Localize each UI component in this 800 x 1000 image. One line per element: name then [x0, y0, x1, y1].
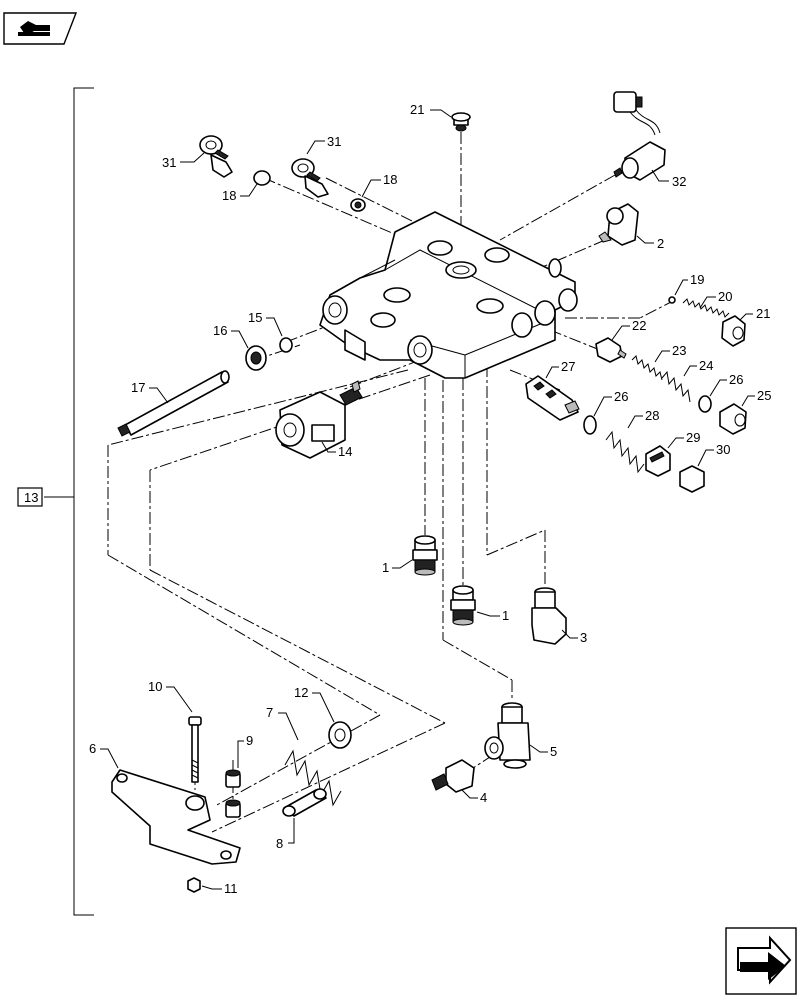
callout-10: 10: [148, 679, 162, 694]
callout-2: 2: [657, 236, 664, 251]
valve-body: [319, 211, 578, 379]
part-14-solenoid: [275, 380, 363, 459]
callout-26-right: 26: [729, 372, 743, 387]
callout-1-lower: 1: [502, 608, 509, 623]
callout-24: 24: [699, 358, 713, 373]
part-15-oring: [279, 337, 293, 353]
part-5-tee: [484, 702, 531, 769]
part-18-seal-center: [350, 198, 366, 212]
part-21-plug-right: [721, 315, 746, 347]
part-3-elbow-fitting: [531, 587, 567, 645]
callout-22: 22: [632, 318, 646, 333]
book-hand-icon[interactable]: [3, 12, 78, 45]
callout-32: 32: [672, 174, 686, 189]
callout-18-left: 18: [222, 188, 236, 203]
callout-7: 7: [266, 705, 273, 720]
part-11-nut: [187, 877, 201, 893]
part-29-plug: [645, 445, 671, 477]
part-4-adapter: [431, 759, 475, 793]
part-7-spring: [284, 749, 342, 807]
part-31-fitting-left: [199, 135, 233, 178]
part-16-seal: [245, 345, 267, 371]
callout-8: 8: [276, 836, 283, 851]
callout-30: 30: [716, 442, 730, 457]
part-1-fitting-upper: [412, 535, 438, 576]
part-26-ring-right: [698, 395, 712, 413]
callout-6: 6: [89, 741, 96, 756]
callout-27: 27: [561, 359, 575, 374]
callout-21-top: 21: [410, 102, 424, 117]
part-10-bolt: [188, 716, 202, 783]
callout-26-left: 26: [614, 389, 628, 404]
part-20-spring: [682, 298, 730, 318]
callout-3: 3: [580, 630, 587, 645]
part-6-lever: [111, 769, 241, 865]
part-17-shaft: [117, 370, 230, 437]
part-1-fitting-lower: [450, 585, 476, 626]
callout-23: 23: [672, 343, 686, 358]
callout-17: 17: [131, 380, 145, 395]
callout-4: 4: [480, 790, 487, 805]
part-12-washer: [328, 721, 352, 749]
callout-16: 16: [213, 323, 227, 338]
part-27-spool: [525, 375, 580, 421]
part-9-bushings: [225, 769, 241, 818]
part-21-plug-top: [451, 112, 471, 132]
next-page-arrow-icon[interactable]: [725, 927, 797, 995]
part-8-link: [282, 788, 327, 817]
callout-19: 19: [690, 272, 704, 287]
assembly-bracket: [17, 87, 94, 916]
part-22-pilot: [595, 337, 627, 363]
callout-12: 12: [294, 685, 308, 700]
callout-15: 15: [248, 310, 262, 325]
part-25-cap: [719, 403, 747, 435]
part-2-elbow: [598, 203, 639, 246]
part-26-ring-left: [583, 415, 597, 435]
callout-11: 11: [224, 881, 238, 896]
part-31-fitting-center: [291, 158, 329, 198]
callout-1-upper: 1: [382, 560, 389, 575]
callout-25: 25: [757, 388, 771, 403]
callout-18-center: 18: [383, 172, 397, 187]
part-28-spring: [605, 430, 645, 474]
callout-31-center: 31: [327, 134, 341, 149]
part-32-sensor: [613, 91, 666, 181]
part-19-ball: [668, 296, 676, 304]
callout-5: 5: [550, 744, 557, 759]
callout-21-right: 21: [756, 306, 770, 321]
callout-31-left: 31: [162, 155, 176, 170]
callout-20: 20: [718, 289, 732, 304]
part-18-seal-left: [253, 170, 271, 186]
callout-9: 9: [246, 733, 253, 748]
part-23-spring: [631, 355, 663, 381]
part-24-spring: [661, 370, 691, 403]
part-30-nut: [679, 465, 705, 493]
callout-28: 28: [645, 408, 659, 423]
callout-29: 29: [686, 430, 700, 445]
assembly-ref-label: 13: [24, 490, 38, 505]
callout-14: 14: [338, 444, 352, 459]
